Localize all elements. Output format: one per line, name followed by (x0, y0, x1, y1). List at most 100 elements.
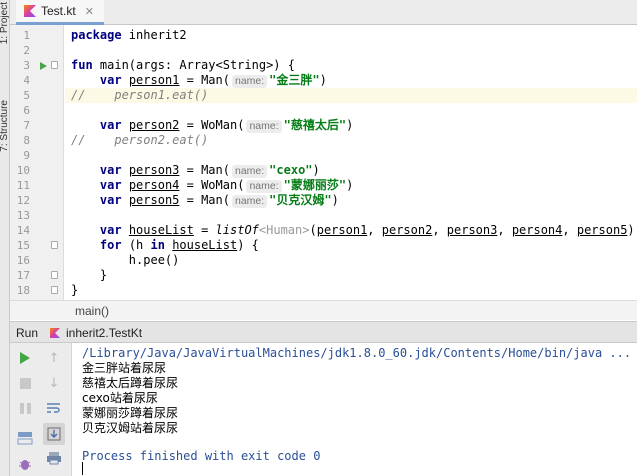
keyword: fun (71, 58, 93, 72)
line-number: 3 (23, 59, 30, 72)
line-number: 11 (16, 179, 30, 192)
fold-marker-icon[interactable] (51, 61, 58, 69)
keyword: var (99, 163, 122, 177)
line-number: 12 (16, 194, 30, 207)
console-line: /Library/Java/JavaVirtualMachines/jdk1.8… (82, 346, 632, 360)
play-icon (20, 352, 30, 364)
tab-test-kt[interactable]: Test.kt ✕ (16, 0, 104, 25)
kotlin-file-icon (24, 5, 36, 17)
keyword: var (99, 178, 122, 192)
scroll-up-button[interactable]: ↑ (43, 347, 65, 369)
variable-name: person1 (128, 73, 180, 87)
string-literal: "cexo" (269, 163, 313, 177)
code-text: = (193, 223, 216, 237)
code-text: ) (627, 223, 635, 237)
run-gutter-icon[interactable] (40, 62, 47, 70)
code-line-7: var person2 = WoMan(name:"慈禧太后") (71, 118, 353, 133)
project-tool-label[interactable]: 1: Project (0, 2, 10, 45)
code-line-15: for (h in houseList) { (71, 238, 259, 253)
argument: person2 (381, 223, 433, 237)
fold-marker-icon[interactable] (51, 271, 58, 279)
parameter-hint: name: (231, 165, 268, 178)
pause-icon (19, 402, 31, 414)
code-line-12: var person5 = Man(name:"贝克汉姆") (71, 193, 339, 208)
kotlin-config-icon (50, 328, 60, 338)
function-call: listOf (215, 223, 259, 237)
code-text: = Man( (179, 163, 230, 177)
current-line-highlight (65, 88, 637, 103)
line-number: 14 (16, 224, 30, 237)
tab-title: Test.kt (41, 4, 76, 18)
console-line: 贝克汉姆站着尿尿 (82, 421, 179, 435)
run-config-tab[interactable]: inherit2.TestKt (66, 326, 143, 340)
code-line-18: } (71, 283, 78, 298)
code-editor[interactable]: 1 2 3 4 5 6 7 8 9 10 11 12 13 14 15 16 1… (10, 25, 637, 300)
fold-marker-icon[interactable] (51, 241, 58, 249)
argument: person1 (316, 223, 368, 237)
parameter-hint: name: (246, 120, 282, 133)
editor-tab-bar: Test.kt ✕ (10, 0, 637, 25)
variable-name: person4 (128, 178, 180, 192)
fold-marker-icon[interactable] (51, 286, 58, 294)
left-tool-strip: 1: Project 7: Structure (0, 0, 10, 476)
soft-wrap-icon (47, 403, 60, 413)
line-number: 13 (16, 209, 30, 222)
line-number: 1 (23, 29, 30, 42)
parameter-hint: name: (246, 180, 282, 193)
restore-layout-button[interactable] (14, 427, 36, 449)
line-number: 16 (16, 254, 30, 267)
code-line-14: var houseList = listOf<Human>(person1, p… (71, 223, 635, 238)
code-text: , (562, 223, 577, 237)
scroll-to-end-button[interactable] (43, 423, 65, 445)
line-number: 15 (16, 239, 30, 252)
rerun-button[interactable] (14, 347, 36, 369)
breadcrumb-item-main[interactable]: main() (75, 304, 110, 318)
console-line: 金三胖站着尿尿 (82, 361, 167, 375)
run-panel-header: Run inherit2.TestKt (10, 321, 637, 343)
parameter-hint: name: (231, 75, 268, 88)
argument: person3 (446, 223, 498, 237)
print-button[interactable] (43, 447, 65, 469)
code-line-1: package inherit2 (71, 28, 187, 43)
keyword: in (150, 238, 165, 252)
text-cursor (82, 462, 83, 475)
debug-button[interactable] (14, 453, 36, 475)
stop-button[interactable] (14, 372, 36, 394)
pause-button[interactable] (14, 397, 36, 419)
soft-wrap-button[interactable] (43, 397, 65, 419)
code-text: ) (346, 178, 354, 192)
line-number: 8 (23, 134, 30, 147)
keyword: var (99, 73, 122, 87)
variable-name: person3 (128, 163, 180, 177)
structure-tool-label[interactable]: 7: Structure (0, 100, 10, 152)
line-number: 18 (16, 284, 30, 297)
close-icon[interactable]: ✕ (84, 5, 94, 18)
bug-icon (19, 460, 31, 470)
argument: person5 (576, 223, 628, 237)
string-literal: "蒙娜丽莎" (283, 178, 347, 192)
line-number: 5 (23, 89, 30, 102)
keyword: var (99, 193, 122, 207)
console-output[interactable]: /Library/Java/JavaVirtualMachines/jdk1.8… (73, 343, 637, 476)
string-literal: "慈禧太后" (283, 118, 347, 132)
type-hint: <Human> (258, 223, 310, 237)
code-line-16: h.pee() (71, 253, 180, 268)
code-text: ) (331, 193, 339, 207)
code-text: ) (346, 118, 354, 132)
stop-icon (19, 377, 31, 389)
editor-gutter: 1 2 3 4 5 6 7 8 9 10 11 12 13 14 15 16 1… (10, 25, 64, 300)
arrow-down-icon: ↓ (48, 375, 60, 391)
print-icon (47, 452, 61, 465)
console-line: cexo站着尿尿 (82, 391, 158, 405)
console-line: 慈禧太后蹲着尿尿 (82, 376, 179, 390)
scroll-to-end-icon (47, 427, 61, 441)
code-text: , (367, 223, 382, 237)
scroll-down-button[interactable]: ↓ (43, 372, 65, 394)
parameter-hint: name: (231, 195, 268, 208)
variable-name: houseList (128, 223, 194, 237)
code-text: ) (319, 73, 327, 87)
argument: person4 (511, 223, 563, 237)
line-number: 4 (23, 74, 30, 87)
code-text: = WoMan( (179, 118, 245, 132)
line-number: 6 (23, 104, 30, 117)
